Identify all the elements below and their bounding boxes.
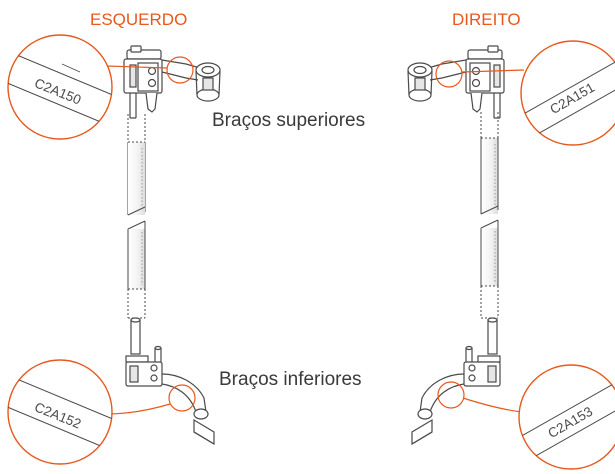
upper-left-arm-bracket bbox=[123, 45, 221, 119]
lower-left-leader-line bbox=[105, 403, 171, 415]
upper-right-leader-line bbox=[461, 69, 525, 73]
lower-left-arm-bracket bbox=[125, 317, 215, 446]
lower-right-arm-bracket bbox=[411, 317, 501, 446]
lower-right-leader-line bbox=[462, 397, 523, 413]
lower-right-detail-circle: C2A153 bbox=[518, 364, 615, 470]
upper-arms-label: Braços superiores bbox=[212, 110, 366, 131]
upper-right-detail-circle: C2A151 bbox=[520, 40, 615, 146]
right-tube bbox=[480, 112, 499, 319]
right-side-label: DIREITO bbox=[452, 10, 521, 29]
upper-left-detail-circle: C2A150 bbox=[7, 34, 113, 140]
left-side-label: ESQUERDO bbox=[90, 10, 188, 29]
lower-left-detail-circle: C2A152 bbox=[7, 359, 113, 465]
upper-left-leader-line bbox=[106, 65, 168, 69]
upper-right-arm-bracket bbox=[407, 45, 505, 119]
lower-right-callout-ring bbox=[437, 381, 465, 409]
lower-left-callout-ring bbox=[168, 384, 196, 412]
left-tube bbox=[127, 114, 146, 319]
upper-right-callout-ring bbox=[435, 60, 463, 88]
lower-arms-label: Braços inferiores bbox=[219, 369, 362, 390]
upper-left-callout-ring bbox=[166, 56, 194, 84]
